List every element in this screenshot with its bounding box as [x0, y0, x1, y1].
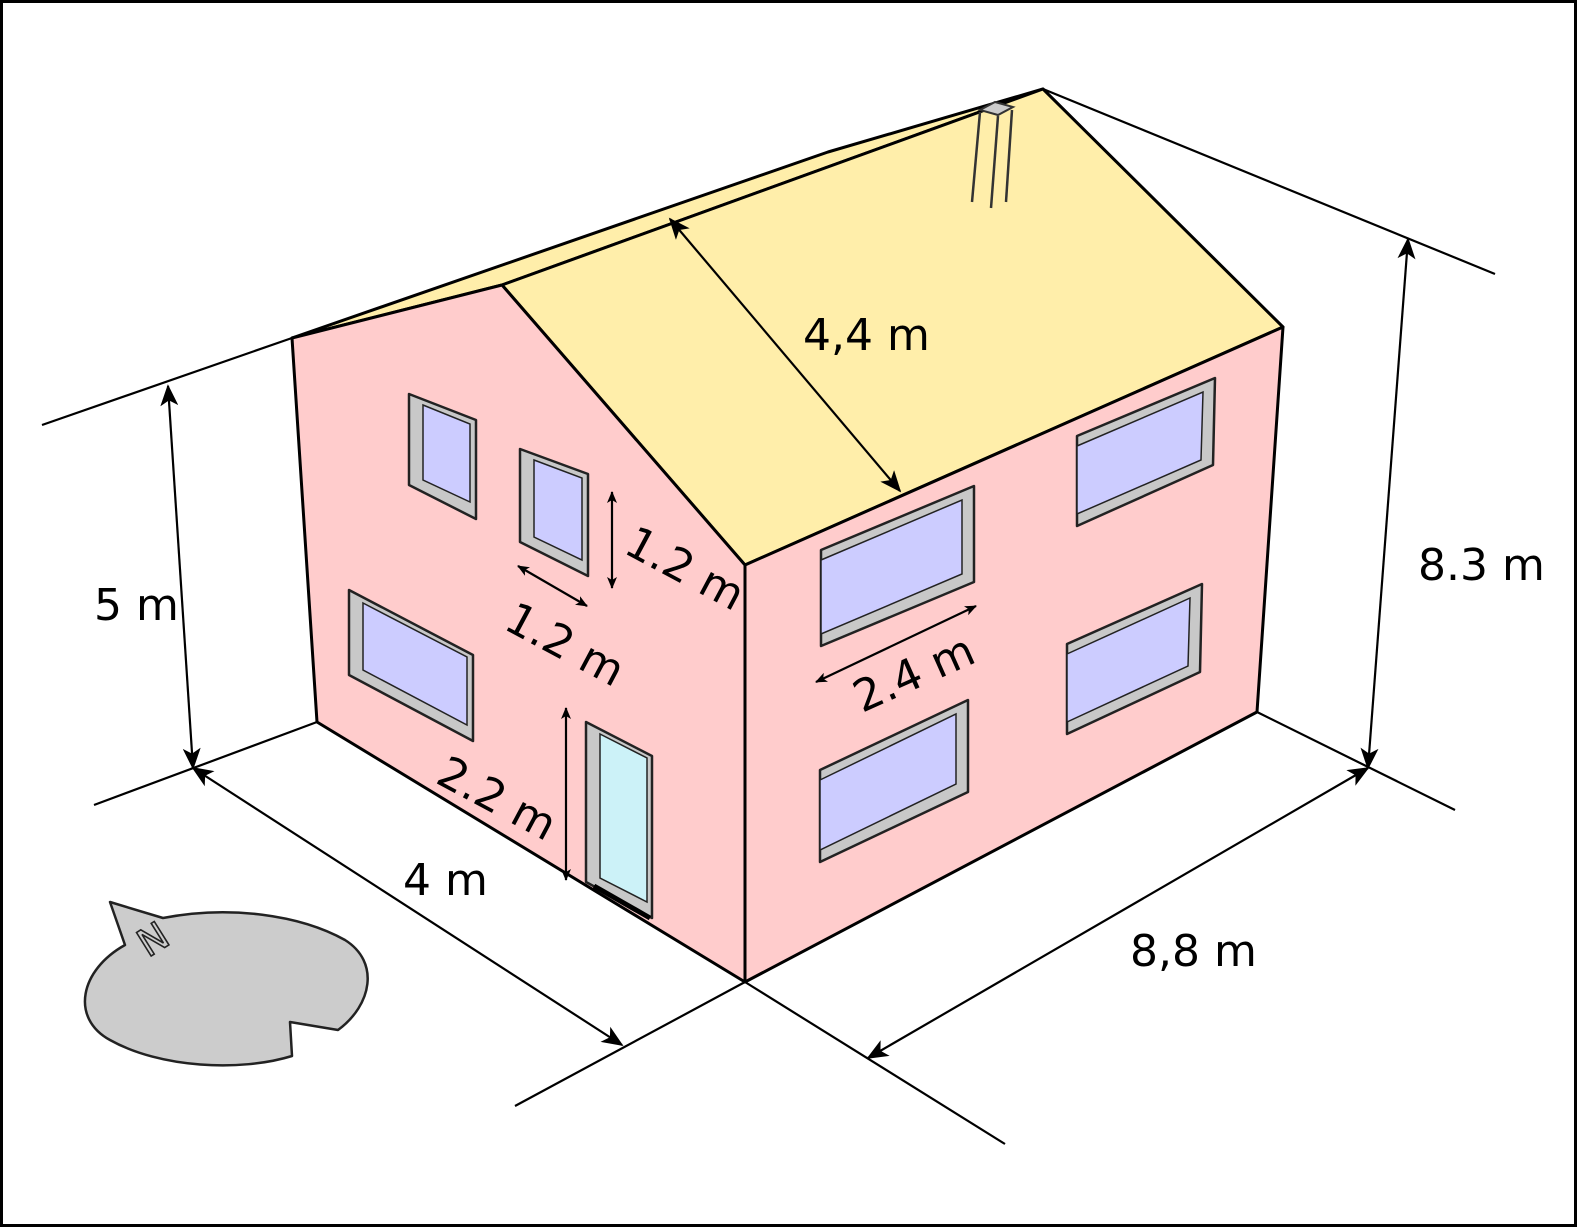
ridge-height-label: 8.3 m [1418, 540, 1545, 591]
ridge-height-arrow [1360, 237, 1416, 770]
side-window-lower-right [1065, 582, 1204, 736]
chimney [970, 100, 1016, 209]
wide-window-width-arrow [815, 605, 977, 683]
extension-lines [41, 87, 1496, 1145]
window-width-arrow [517, 565, 588, 607]
roof-slope-arrow [668, 217, 902, 493]
gable-window-lower [347, 588, 475, 743]
gable-window-upper-left [407, 392, 478, 521]
compass-rose-icon [83, 900, 369, 1067]
eave-height-arrow [160, 384, 201, 770]
gable-width-label: 4 m [403, 855, 488, 906]
eave-height-label: 5 m [94, 580, 179, 631]
chimney-top [977, 100, 1016, 117]
gable-window-upper-right [518, 447, 590, 578]
side-length-arrow [866, 767, 1370, 1059]
door [584, 720, 654, 921]
gable-width-arrow [191, 767, 624, 1046]
roof-slope-label: 4,4 m [803, 310, 930, 361]
side-length-label: 8,8 m [1130, 926, 1257, 977]
side-window-upper-right [1075, 376, 1217, 528]
compass: N [83, 900, 369, 1067]
dimension-arrows [160, 217, 1416, 1059]
